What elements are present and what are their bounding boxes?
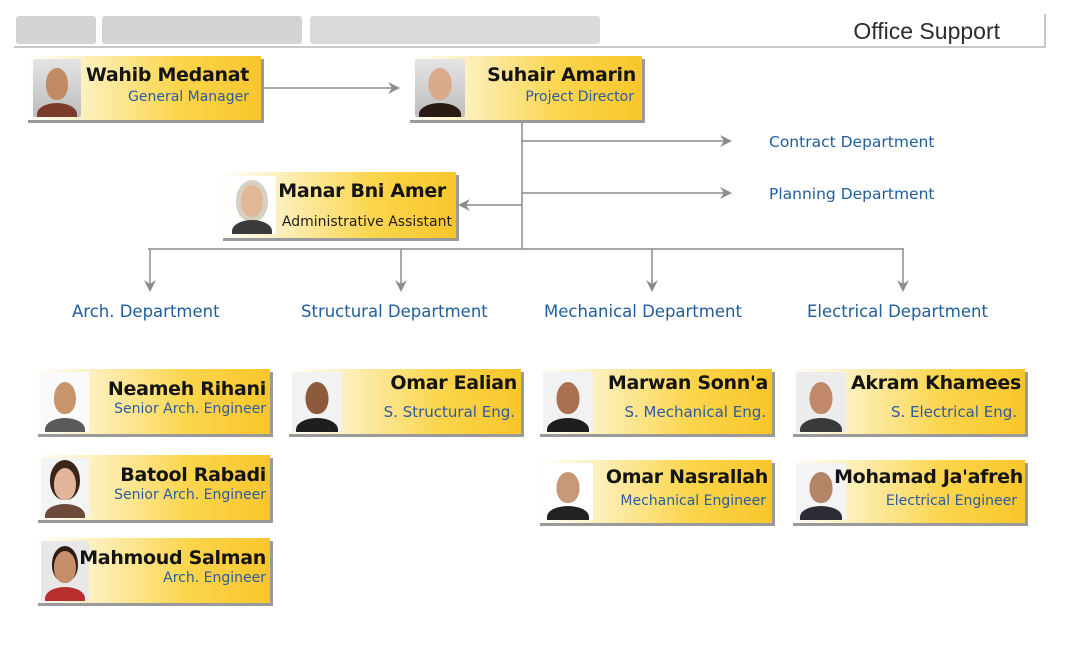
- planning-department-label: Planning Department: [769, 185, 935, 203]
- avatar: [796, 372, 846, 432]
- card-project-director: Suhair Amarin Project Director: [407, 56, 642, 120]
- person-role: Electrical Engineer: [885, 493, 1017, 509]
- electrical-department-label: Electrical Department: [807, 302, 988, 321]
- person-name: Omar Ealian: [390, 372, 517, 394]
- person-name: Marwan Sonn'a: [607, 372, 768, 394]
- person-name: Suhair Amarin: [487, 64, 636, 86]
- card-electrical-engineer: Mohamad Ja'afreh Electrical Engineer: [790, 460, 1025, 523]
- person-name: Neameh Rihani: [107, 378, 266, 400]
- person-name: Akram Khamees: [851, 372, 1021, 394]
- blurred-title-part: [102, 16, 302, 44]
- avatar: [796, 463, 846, 520]
- page-title: Office Support: [853, 18, 1000, 44]
- person-role: Administrative Assistant: [281, 214, 452, 230]
- blurred-title-part: [16, 16, 96, 44]
- person-role: Project Director: [525, 89, 634, 105]
- person-name: Manar Bni Amer: [278, 180, 446, 202]
- person-name: Mohamad Ja'afreh: [834, 466, 1023, 488]
- person-name: Wahib Medanat: [85, 64, 249, 86]
- card-mechanical-engineer: Marwan Sonn'a S. Mechanical Eng.: [537, 369, 772, 434]
- person-role: General Manager: [128, 89, 249, 105]
- mechanical-department-label: Mechanical Department: [544, 302, 742, 321]
- avatar: [543, 372, 593, 432]
- avatar: [41, 541, 89, 601]
- avatar: [41, 458, 89, 518]
- person-role: S. Structural Eng.: [383, 403, 515, 421]
- structural-department-label: Structural Department: [301, 302, 488, 321]
- person-role: S. Electrical Eng.: [890, 403, 1017, 421]
- contract-department-label: Contract Department: [769, 133, 935, 151]
- person-name: Batool Rabadi: [120, 464, 266, 486]
- person-name: Omar Nasrallah: [605, 466, 768, 488]
- avatar: [415, 59, 465, 117]
- person-role: Senior Arch. Engineer: [114, 401, 266, 417]
- card-electrical-engineer: Akram Khamees S. Electrical Eng.: [790, 369, 1025, 434]
- card-mechanical-engineer: Omar Nasrallah Mechanical Engineer: [537, 460, 772, 523]
- person-name: Mahmoud Salman: [79, 547, 266, 569]
- person-role: Arch. Engineer: [163, 570, 266, 586]
- avatar: [292, 372, 342, 432]
- avatar: [228, 176, 276, 234]
- header-bar: Office Support: [14, 14, 1046, 48]
- card-admin-assistant: Manar Bni Amer Administrative Assistant: [220, 172, 456, 238]
- card-arch-engineer: Batool Rabadi Senior Arch. Engineer: [35, 455, 270, 520]
- card-arch-engineer: Neameh Rihani Senior Arch. Engineer: [35, 369, 270, 434]
- avatar: [41, 372, 89, 432]
- avatar: [543, 463, 593, 520]
- blurred-title-part: [310, 16, 600, 44]
- person-role: Senior Arch. Engineer: [114, 487, 266, 503]
- avatar: [33, 59, 81, 117]
- person-role: S. Mechanical Eng.: [624, 403, 767, 421]
- arch-department-label: Arch. Department: [72, 302, 220, 321]
- card-structural-engineer: Omar Ealian S. Structural Eng.: [286, 369, 521, 434]
- card-arch-engineer: Mahmoud Salman Arch. Engineer: [35, 538, 270, 603]
- person-role: Mechanical Engineer: [620, 493, 766, 509]
- card-general-manager: Wahib Medanat General Manager: [25, 56, 261, 120]
